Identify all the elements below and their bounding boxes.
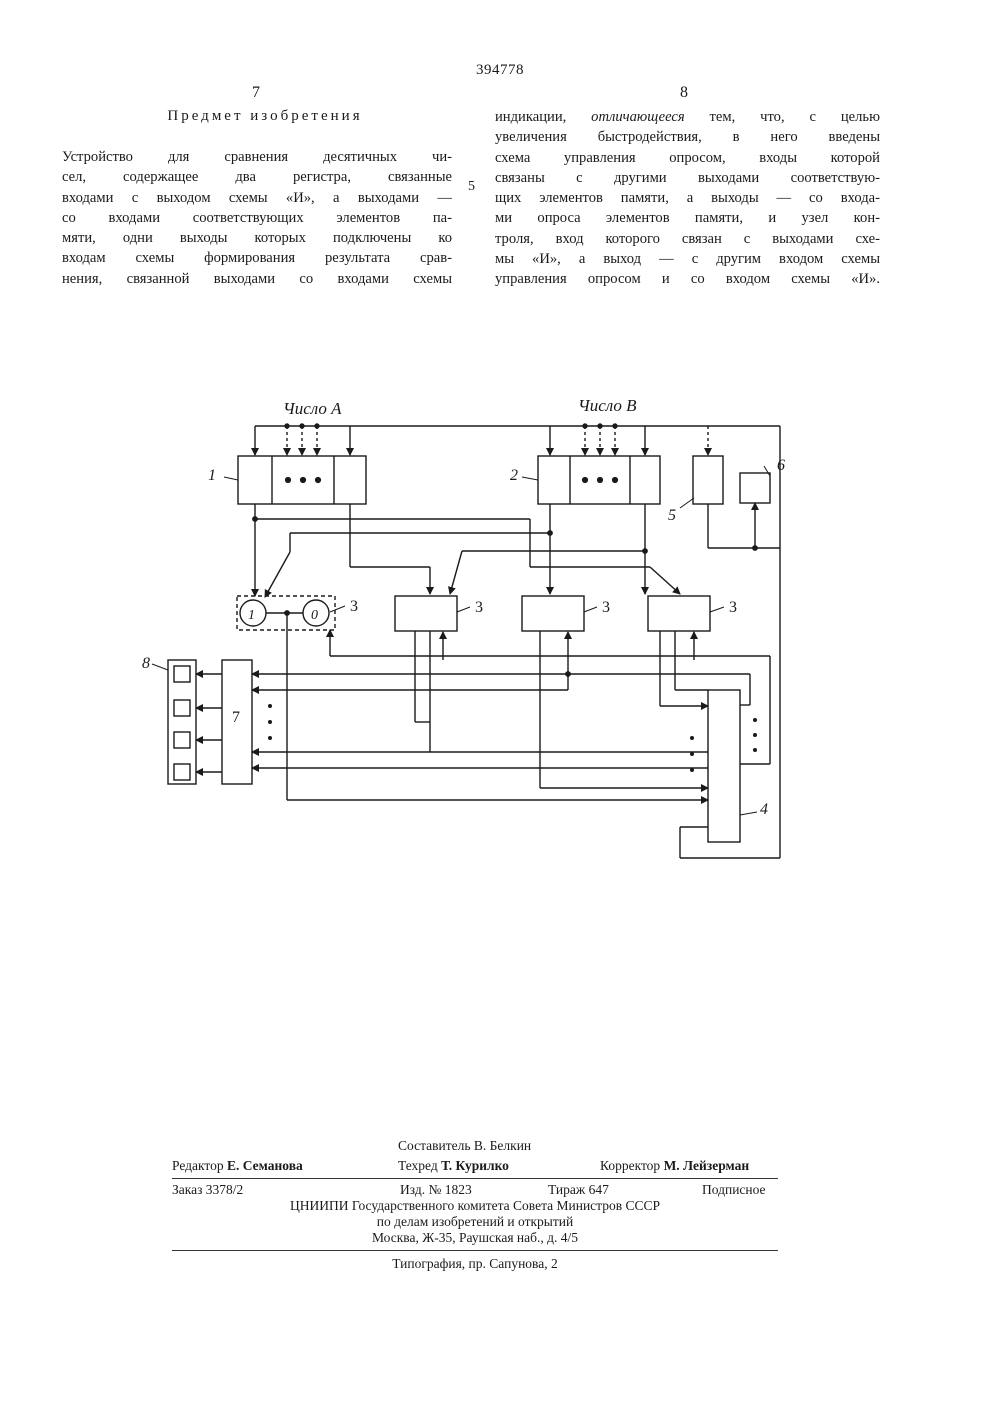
printing-house: Типография, пр. Сапунова, 2 bbox=[172, 1256, 778, 1272]
techred-credit: Техред Т. Курилко bbox=[398, 1158, 509, 1174]
and-gate-block-5 bbox=[693, 456, 723, 504]
register-a-outputs bbox=[253, 504, 680, 596]
label-block-4: 4 bbox=[760, 801, 768, 818]
label-memory-3: 3 bbox=[475, 599, 483, 616]
circle-one-label: 1 bbox=[248, 608, 255, 623]
indicator-block-8 bbox=[168, 660, 222, 784]
editor-role: Редактор bbox=[172, 1158, 224, 1173]
publisher-line-1: ЦНИИПИ Государственного комитета Совета … bbox=[172, 1198, 778, 1214]
footer-divider-bottom bbox=[172, 1250, 778, 1251]
register-b bbox=[538, 456, 660, 504]
compiler-credit: Составитель В. Белкин bbox=[398, 1138, 531, 1154]
circulation: Тираж 647 bbox=[548, 1182, 609, 1198]
memory-element-3b bbox=[522, 596, 584, 631]
editor-name: Е. Семанова bbox=[227, 1158, 303, 1173]
label-block-5: 5 bbox=[668, 507, 676, 524]
poll-control-block-4 bbox=[708, 690, 740, 842]
memory-element-3c bbox=[648, 596, 710, 631]
register-a bbox=[238, 456, 366, 504]
footer-divider-top bbox=[172, 1178, 778, 1179]
label-number-a: Число А bbox=[283, 399, 342, 418]
label-block-7: 7 bbox=[232, 709, 240, 726]
label-number-b: Число В bbox=[578, 396, 637, 415]
label-block-8: 8 bbox=[142, 655, 150, 672]
input-bus-a bbox=[255, 424, 730, 455]
memory-to-poll-lines bbox=[287, 503, 780, 858]
editor-credit: Редактор Е. Семанова bbox=[172, 1158, 303, 1174]
control-unit-block-6 bbox=[740, 473, 770, 503]
corrector-name: М. Лейзерман bbox=[664, 1158, 750, 1173]
techred-name: Т. Курилко bbox=[441, 1158, 509, 1173]
publisher-address: Москва, Ж-35, Раушская наб., д. 4/5 bbox=[172, 1230, 778, 1246]
label-memory-3: 3 bbox=[602, 599, 610, 616]
publisher-line-2: по делам изобретений и открытий bbox=[172, 1214, 778, 1230]
label-memory-3: 3 bbox=[350, 598, 358, 615]
edition-number: Изд. № 1823 bbox=[400, 1182, 472, 1198]
label-block-6: 6 bbox=[777, 457, 785, 474]
order-number: Заказ 3378/2 bbox=[172, 1182, 243, 1198]
memory-to-result-lines bbox=[252, 630, 770, 768]
register-b-outputs bbox=[265, 504, 647, 597]
corrector-role: Корректор bbox=[600, 1158, 660, 1173]
label-block-1: 1 bbox=[208, 467, 216, 484]
memory-element-3a bbox=[395, 596, 457, 631]
input-bus-b bbox=[550, 424, 780, 548]
subscription-note: Подписное bbox=[702, 1182, 766, 1198]
label-memory-3: 3 bbox=[729, 599, 737, 616]
label-block-2: 2 bbox=[510, 467, 518, 484]
ellipsis-dots bbox=[268, 704, 757, 772]
techred-role: Техред bbox=[398, 1158, 438, 1173]
circle-zero-label: 0 bbox=[311, 608, 318, 623]
corrector-credit: Корректор М. Лейзерман bbox=[600, 1158, 749, 1174]
